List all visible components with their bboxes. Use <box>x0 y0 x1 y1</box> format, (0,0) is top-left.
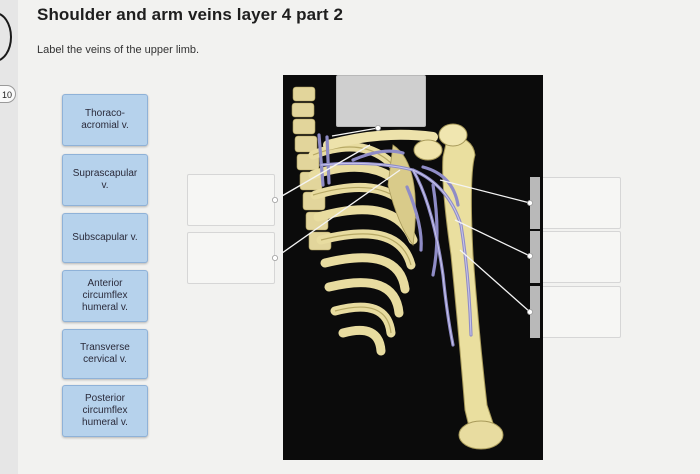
drop-target-tab <box>530 231 540 283</box>
drop-target-tab <box>530 177 540 229</box>
label-chip-subscapular[interactable]: Subscapular v. <box>62 213 148 263</box>
drop-target-left-2[interactable] <box>187 232 275 284</box>
drop-target-right-1[interactable] <box>537 177 621 229</box>
chip-text: Thoraco-acromial v. <box>81 108 129 131</box>
drop-target-right-3[interactable] <box>537 286 621 338</box>
instruction-text: Label the veins of the upper limb. <box>37 44 200 56</box>
drop-target-top-center[interactable] <box>336 75 426 127</box>
drop-target-tab <box>530 286 540 338</box>
skeleton-illustration <box>291 86 504 450</box>
page-title: Shoulder and arm veins layer 4 part 2 <box>37 5 344 24</box>
chip-text: Subscapular v. <box>72 232 138 243</box>
label-chip-thoracoacromial[interactable]: Thoraco-acromial v. <box>62 94 148 146</box>
drop-target-right-2[interactable] <box>537 231 621 283</box>
drop-target-left-1[interactable] <box>187 174 275 226</box>
left-panel-edge <box>0 0 18 474</box>
points-badge: 10 <box>0 85 16 103</box>
anatomy-image <box>283 75 543 460</box>
